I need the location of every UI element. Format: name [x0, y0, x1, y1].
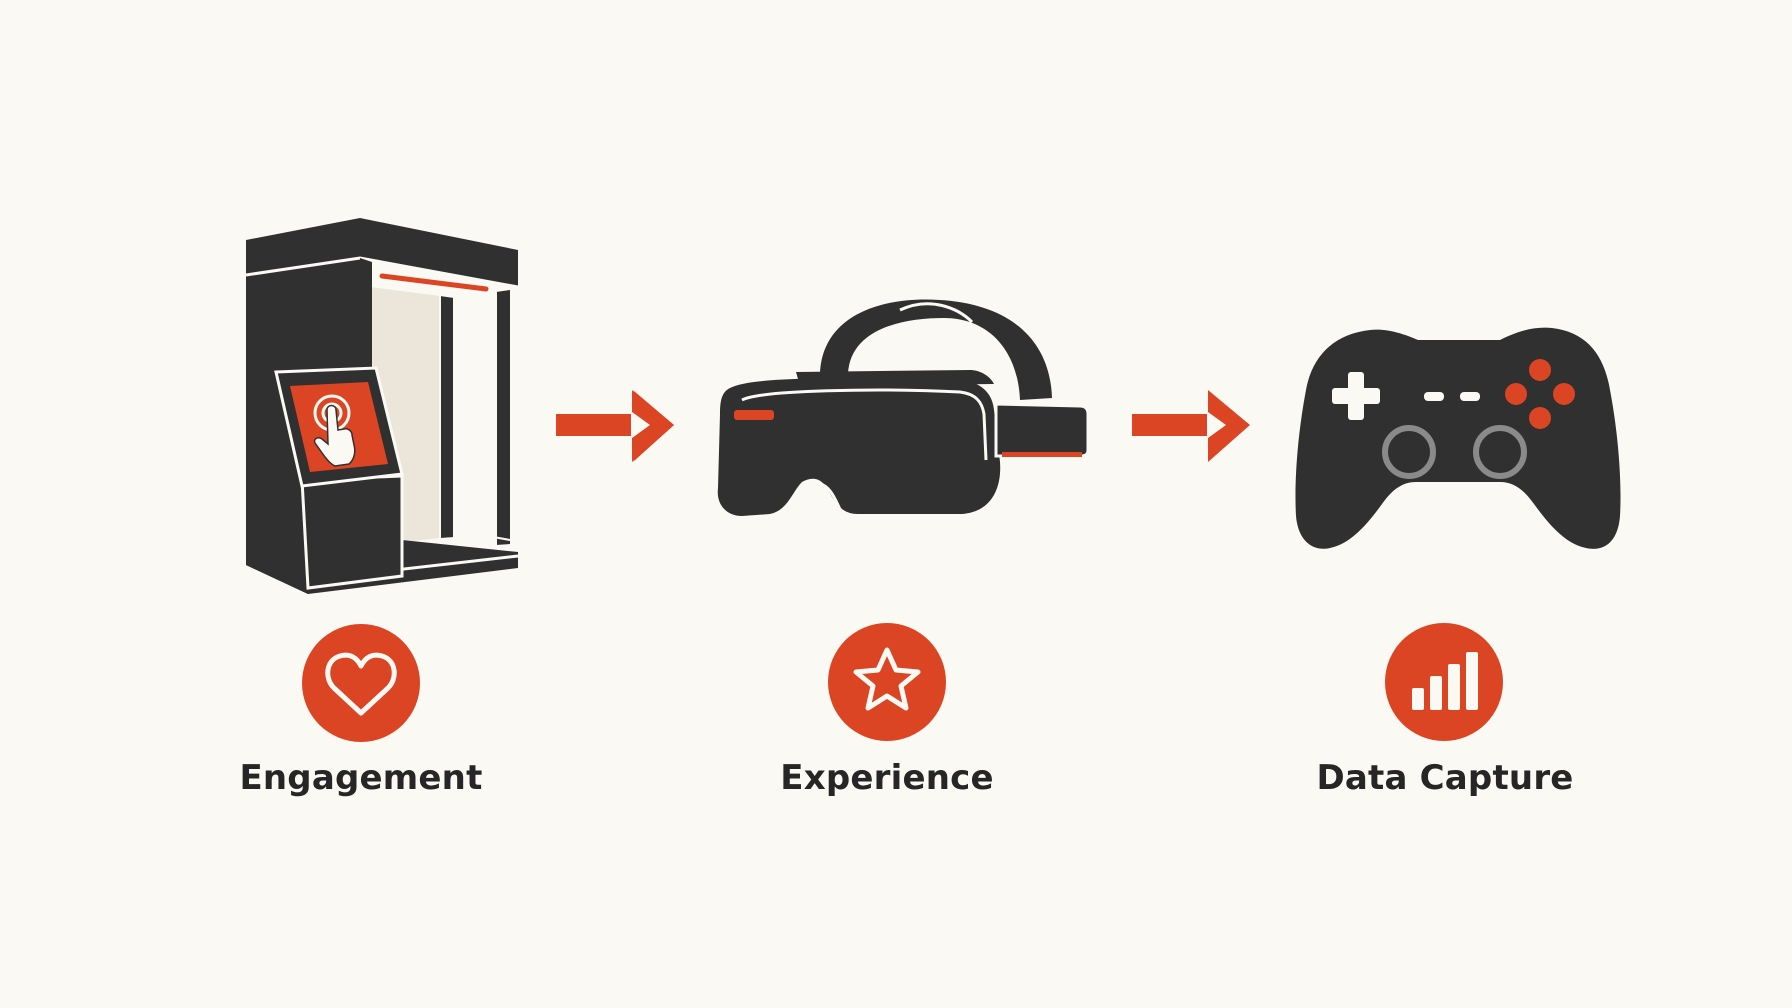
- bar-chart-icon: [1412, 652, 1478, 710]
- step-label-data-capture: Data Capture: [1316, 758, 1574, 798]
- engagement-badge: [302, 624, 420, 742]
- experience-badge: [828, 623, 946, 741]
- vr-headset-icon: [717, 299, 1090, 516]
- arrow-right-icon: [1132, 390, 1250, 462]
- arrow-right-icon: [556, 390, 674, 462]
- star-icon: [853, 647, 921, 711]
- gamepad-icon: [1295, 327, 1621, 549]
- kiosk-booth-icon: [245, 218, 519, 594]
- step-label-engagement: Engagement: [239, 758, 483, 798]
- heart-icon: [325, 652, 397, 716]
- data-capture-badge: [1385, 623, 1503, 741]
- step-label-experience: Experience: [780, 758, 994, 798]
